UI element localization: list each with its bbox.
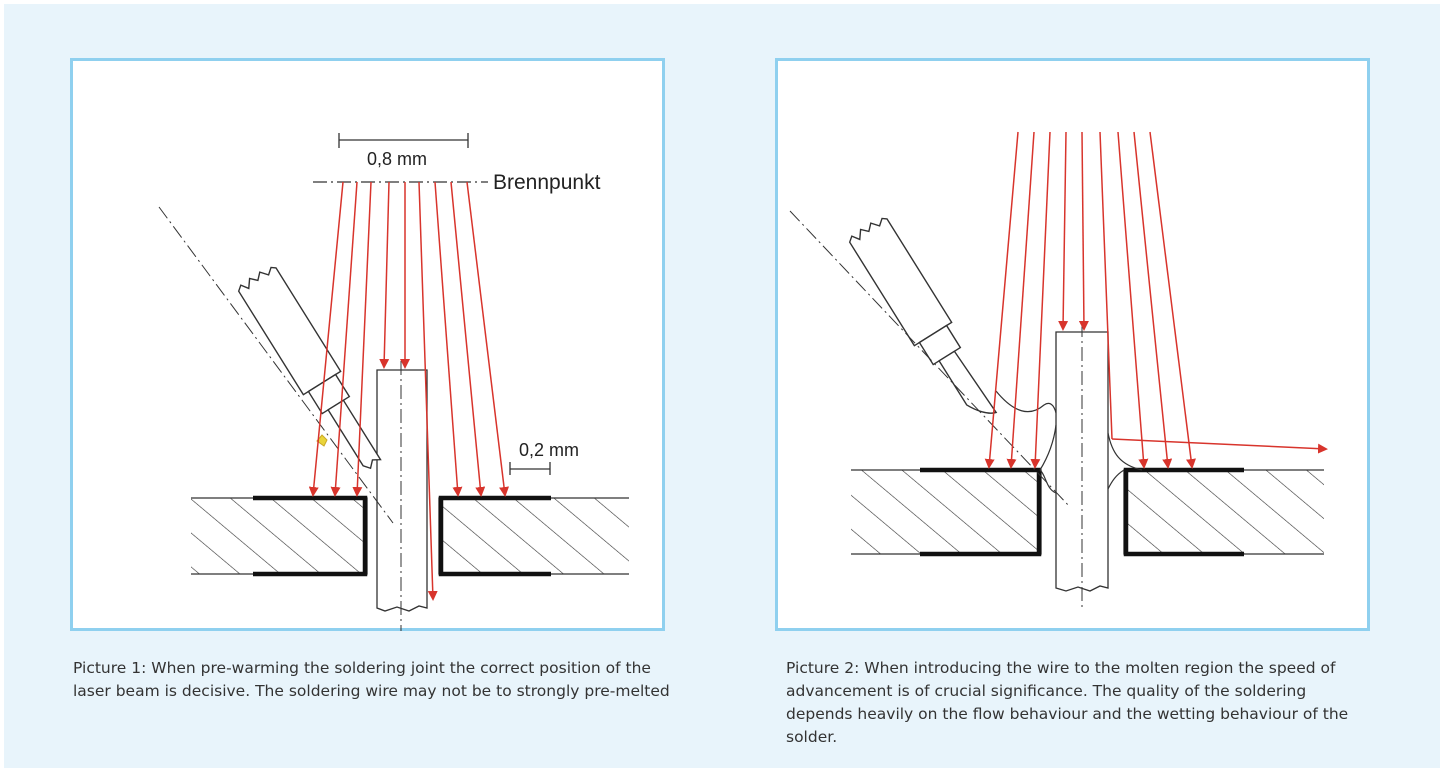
base-plate-left (191, 495, 368, 577)
figure-1-frame: 0,8 mm Brennpunkt 0,2 mm (70, 58, 665, 631)
base-plate-left (851, 467, 1042, 557)
component-pin (376, 361, 428, 631)
figure-2-diagram (789, 131, 1328, 609)
label-gap-0-2mm: 0,2 mm (519, 440, 579, 460)
laser-beams (984, 131, 1328, 469)
base-plate-right (438, 495, 629, 577)
dimension-0-2mm: 0,2 mm (509, 440, 579, 475)
figure-1-diagram: 0,8 mm Brennpunkt 0,2 mm (158, 133, 629, 631)
figure-1-caption: Picture 1: When pre-warming the solderin… (73, 659, 670, 700)
solder-wire-feeder (158, 206, 394, 524)
focus-line: Brennpunkt (313, 171, 601, 194)
solder-wire-feeder (789, 210, 1071, 508)
figure-2-caption: Picture 2: When introducing the wire to … (786, 659, 1349, 746)
component-pin (1055, 323, 1109, 609)
laser-beams (308, 181, 509, 601)
solder-fillets (995, 390, 1143, 494)
figure-2-frame (775, 58, 1370, 631)
label-width-0-8mm: 0,8 mm (367, 149, 427, 169)
dimension-0-8mm: 0,8 mm (338, 133, 469, 169)
label-brennpunkt: Brennpunkt (493, 171, 601, 194)
base-plate-right (1123, 467, 1324, 557)
solder-spot (316, 434, 328, 447)
